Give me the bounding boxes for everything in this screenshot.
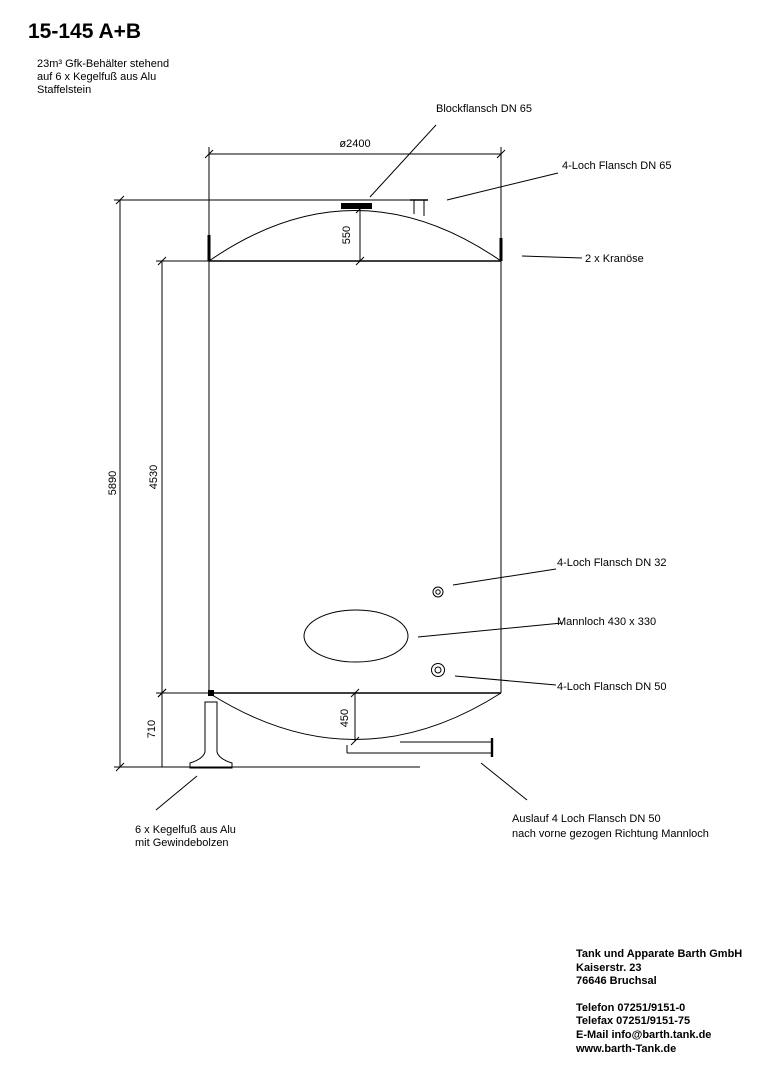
leader-flansch-dn32 bbox=[452, 568, 557, 586]
dimension-diameter bbox=[204, 147, 506, 258]
label-flansch-dn32: 4-Loch Flansch DN 32 bbox=[557, 557, 666, 569]
flange-dn32 bbox=[432, 586, 444, 598]
top-flange-nozzle bbox=[410, 199, 428, 216]
top-dome bbox=[208, 210, 502, 262]
description-line-1: 23m³ Gfk-Behälter stehend bbox=[37, 58, 170, 70]
dim-top-dome-text: 550 bbox=[341, 226, 353, 244]
flange-dn50 bbox=[431, 663, 445, 677]
dimension-top-dome bbox=[355, 204, 365, 266]
description-line-3: Staffelstein bbox=[37, 84, 92, 96]
leader-flansch-dn50 bbox=[454, 675, 557, 686]
label-flansch-dn50: 4-Loch Flansch DN 50 bbox=[557, 681, 666, 693]
company-city: 76646 Bruchsal bbox=[576, 975, 657, 988]
label-auslauf-line-2: nach vorne gezogen Richtung Mannloch bbox=[512, 828, 709, 840]
leader-auslauf bbox=[480, 762, 528, 801]
dimension-total-height bbox=[114, 195, 420, 772]
description-line-2: auf 6 x Kegelfuß aus Alu bbox=[37, 71, 157, 83]
label-kegelfuss-line-2: mit Gewindebolzen bbox=[135, 837, 229, 849]
company-web: www.barth-Tank.de bbox=[576, 1042, 677, 1055]
dim-bottom-height-text: 710 bbox=[146, 720, 158, 738]
page-title: 15-145 A+B bbox=[28, 20, 142, 43]
dim-bottom-dome-text: 450 bbox=[339, 709, 351, 727]
label-auslauf-line-1: Auslauf 4 Loch Flansch DN 50 bbox=[512, 813, 661, 825]
company-email: E-Mail info@barth.tank.de bbox=[576, 1028, 712, 1041]
dimension-bottom-dome bbox=[350, 688, 360, 746]
dim-total-height-text: 5890 bbox=[107, 471, 119, 495]
dimension-shell-height bbox=[156, 256, 209, 698]
company-info: Tank und Apparate Barth GmbH Kaiserstr. … bbox=[576, 948, 742, 1056]
outlet-pipe bbox=[346, 738, 494, 757]
foot-top-block bbox=[208, 690, 214, 696]
dimension-bottom-height bbox=[157, 688, 167, 767]
leader-mannloch bbox=[417, 622, 563, 638]
label-flansch-dn65: 4-Loch Flansch DN 65 bbox=[562, 160, 671, 172]
tank-description: 23m³ Gfk-Behälter stehend auf 6 x Kegelf… bbox=[37, 58, 169, 97]
tank-body bbox=[208, 210, 502, 740]
company-phone: Telefon 07251/9151-0 bbox=[576, 1001, 686, 1014]
manhole bbox=[303, 609, 409, 663]
company-spacer bbox=[576, 989, 742, 1002]
company-fax: Telefax 07251/9151-75 bbox=[576, 1015, 691, 1028]
leader-flansch-dn65 bbox=[446, 172, 559, 201]
label-kranoese: 2 x Kranöse bbox=[585, 253, 644, 265]
label-blockflansch: Blockflansch DN 65 bbox=[436, 103, 532, 115]
label-mannloch: Mannloch 430 x 330 bbox=[557, 616, 656, 628]
company-street: Kaiserstr. 23 bbox=[576, 961, 642, 974]
dim-shell-height-text: 4530 bbox=[148, 465, 160, 489]
blockflansch-fitting bbox=[341, 203, 372, 209]
leader-blockflansch bbox=[369, 124, 437, 198]
label-kegelfuss-line-1: 6 x Kegelfuß aus Alu bbox=[135, 824, 236, 836]
kegelfuss-foot bbox=[189, 701, 233, 769]
leader-kranoese bbox=[521, 255, 583, 259]
company-name: Tank und Apparate Barth GmbH bbox=[576, 948, 743, 960]
leader-kegelfuss bbox=[155, 775, 198, 811]
dim-diameter-text: ø2400 bbox=[339, 138, 370, 150]
